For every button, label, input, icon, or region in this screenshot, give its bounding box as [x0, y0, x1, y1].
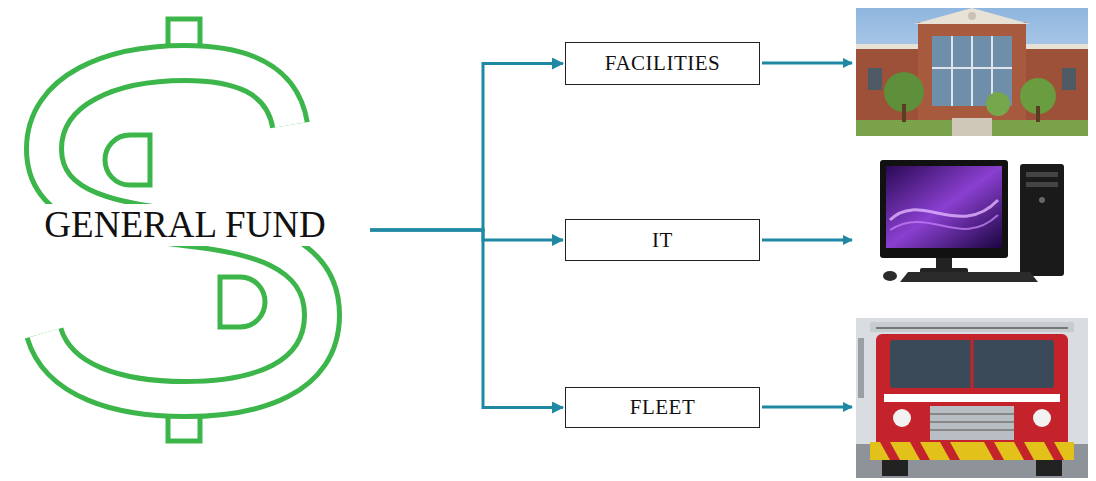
box-label: FACILITIES [605, 51, 720, 76]
flow-arrow [370, 64, 563, 231]
process-box: IT [565, 219, 760, 261]
flow-arrow [370, 230, 563, 408]
picture-arrows [762, 63, 852, 407]
box-label: IT [652, 228, 673, 253]
building-photo [856, 8, 1088, 136]
fund-node: GENERAL FUND [0, 15, 370, 445]
box-label: FLEET [630, 395, 696, 420]
fund-label: GENERAL FUND [40, 204, 329, 247]
fire-truck-photo [856, 318, 1088, 478]
computer-photo [880, 160, 1064, 282]
process-box: FLEET [565, 387, 760, 428]
process-box: FACILITIES [565, 42, 760, 85]
